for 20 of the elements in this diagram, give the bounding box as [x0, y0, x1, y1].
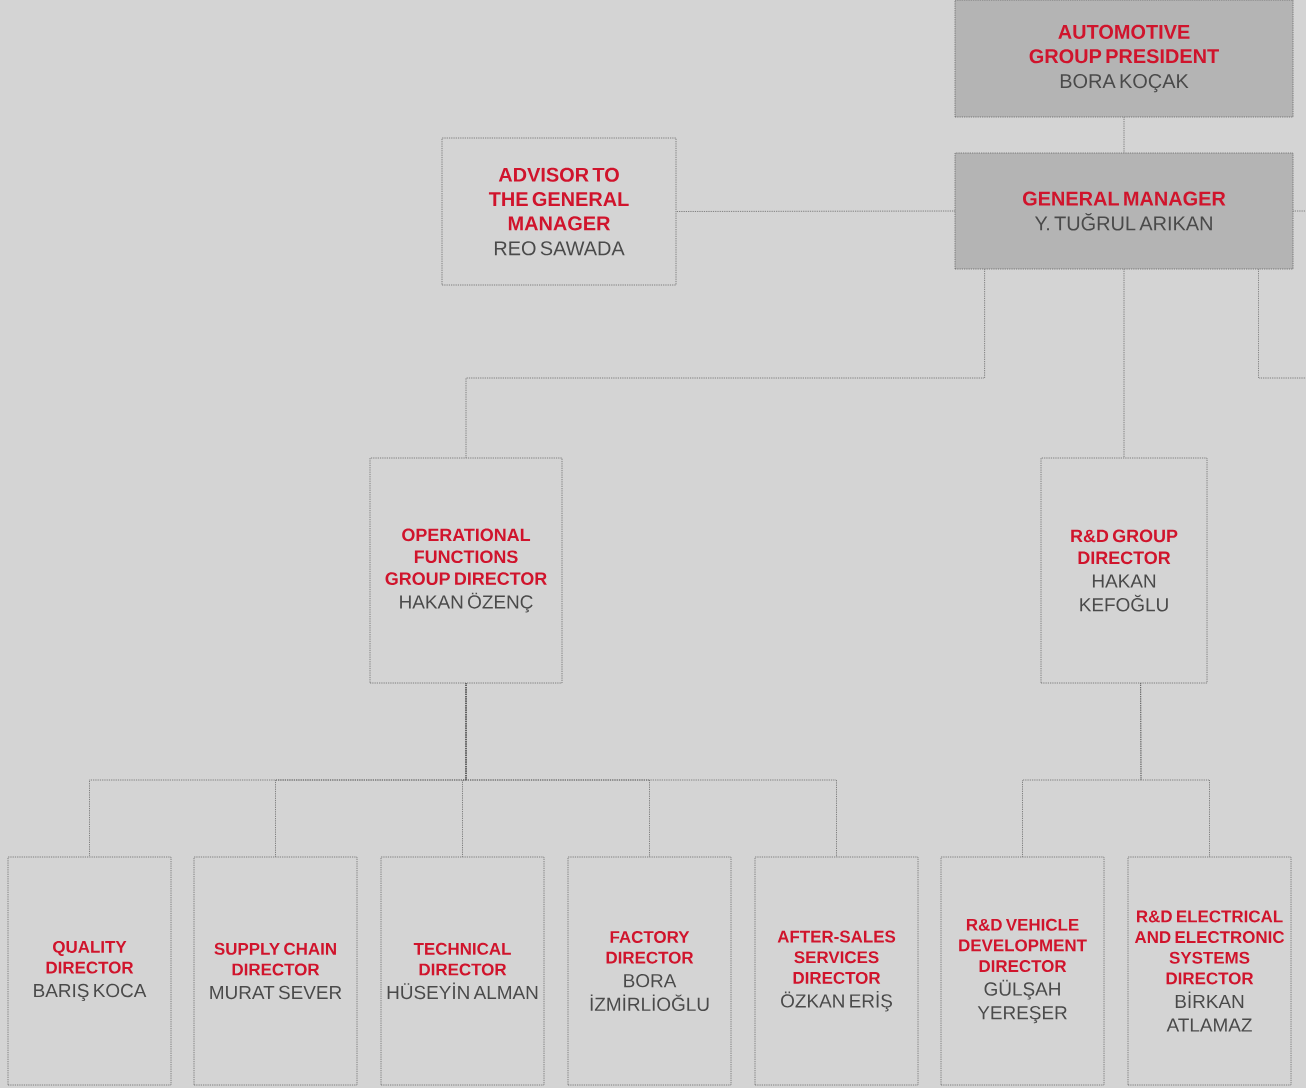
position-box: TECHNICAL DIRECTOR HÜSEYİN ALMAN	[380, 856, 545, 1086]
position-box: AFTER-SALES SERVICES DIRECTOR ÖZKAN ERİŞ	[754, 856, 919, 1086]
connector-line	[1123, 117, 1125, 153]
position-box: OPERATIONAL FUNCTIONS GROUP DIRECTOR HAKAN ÖZENÇ	[369, 457, 563, 684]
connector-line	[1140, 683, 1210, 857]
position-box: FACTORY DIRECTOR BORA İZMİRLİOĞLU	[567, 856, 732, 1086]
position-box: R&D ELECTRICAL AND ELECTRONIC SYSTEMS DIRECTOR BİRKAN ATLAMAZ	[1127, 856, 1292, 1086]
position-box: ADVISOR TO THE GENERAL MANAGER REO SAWADA	[441, 137, 677, 286]
position-box: R&D GROUP DIRECTOR HAKAN KEFOĞLU	[1040, 457, 1208, 684]
connector-line	[1293, 210, 1306, 212]
title-box: GENERAL MANAGER Y. TUĞRUL ARIKAN	[954, 152, 1294, 270]
title-box: AUTOMOTIVE GROUP PRESIDENT BORA KOÇAK	[954, 0, 1294, 118]
connector-line	[676, 210, 955, 212]
position-box: R&D VEHICLE DEVELOPMENT DIRECTOR GÜLŞAH YEREŞER	[940, 856, 1105, 1086]
connector-line	[1123, 269, 1125, 458]
position-box: QUALITY DIRECTOR BARIŞ KOCA	[7, 856, 172, 1086]
connector-line	[1258, 269, 1306, 379]
connector-line	[465, 683, 837, 857]
position-box: SUPPLY CHAIN DIRECTOR MURAT SEVER	[193, 856, 358, 1086]
connector-line	[465, 269, 985, 458]
